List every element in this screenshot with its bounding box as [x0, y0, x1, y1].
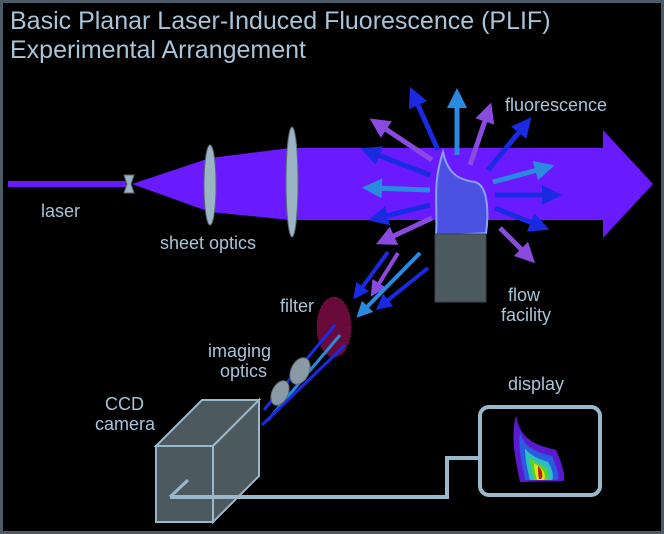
label-facility: facility	[501, 305, 552, 325]
label-optics: optics	[220, 361, 268, 381]
label-display: display	[508, 374, 565, 394]
arrow	[368, 202, 431, 226]
sheet-lens-1	[203, 144, 217, 226]
arrow	[356, 251, 422, 318]
arrow	[375, 215, 434, 245]
sheet-lens-2	[285, 126, 299, 238]
label-imaging: imaging	[208, 341, 272, 361]
arrow	[492, 160, 555, 185]
flow-facility-burner	[434, 233, 487, 303]
imaging-lens-1	[289, 357, 311, 385]
ray	[260, 343, 347, 427]
laser-sheet	[132, 130, 653, 238]
fluorescence-arrows	[360, 86, 562, 264]
arrow	[362, 178, 431, 199]
display-image	[513, 415, 565, 482]
title-line-1: Basic Planar Laser-Induced Fluorescence …	[10, 7, 551, 35]
arrow	[360, 146, 431, 178]
diverging-lens-icon	[123, 174, 135, 194]
label-ccd: CCD	[105, 394, 144, 414]
label-laser: laser	[41, 201, 81, 221]
laser-beam	[8, 181, 126, 187]
title-line-2: Experimental Arrangement	[10, 36, 306, 64]
label-flow: flow	[508, 285, 541, 305]
arrow	[498, 226, 536, 264]
arrow	[353, 250, 390, 300]
arrow	[467, 102, 495, 166]
flame	[434, 148, 489, 238]
label-fluorescence: fluorescence	[505, 95, 608, 115]
arrow	[408, 86, 441, 152]
camera-cable	[170, 456, 480, 499]
label-filter: filter	[280, 296, 315, 316]
label-camera: camera	[95, 414, 156, 434]
diagram-canvas	[8, 86, 653, 525]
arrow	[494, 205, 550, 232]
arrow	[375, 266, 430, 311]
label-sheet-optics: sheet optics	[160, 233, 257, 253]
arrow	[369, 118, 434, 163]
imaging-lens-2	[270, 380, 290, 406]
ccd-camera	[153, 397, 262, 525]
arrow	[486, 117, 532, 172]
arrow	[370, 251, 400, 297]
collected-light-arrows	[353, 250, 430, 318]
